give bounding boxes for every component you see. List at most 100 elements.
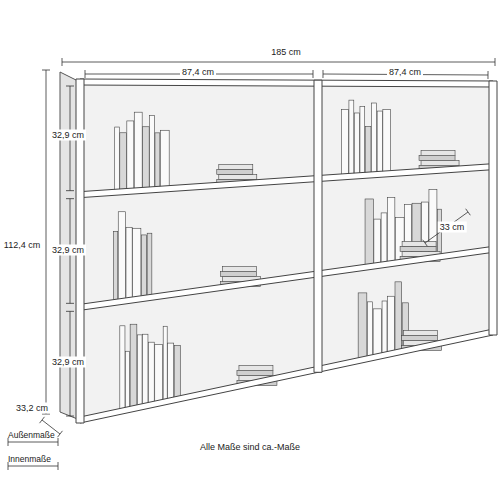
shelf-board [80, 164, 493, 198]
book [358, 293, 367, 360]
dimension-label: 87,4 cm [387, 67, 423, 78]
dimension-tick [66, 311, 74, 312]
dimension-label: 112,4 cm [2, 240, 42, 251]
book-stack [400, 246, 436, 251]
book-stack [402, 336, 438, 341]
book [342, 109, 349, 175]
dimension-line [8, 466, 58, 467]
shelf-board [80, 329, 493, 423]
dimension-tick [495, 58, 496, 66]
book-stack [404, 331, 438, 336]
legend-text: Innenmaße [8, 454, 51, 464]
dimension-tick [322, 70, 323, 78]
dimension-label: 33 cm [438, 222, 467, 233]
book [163, 326, 167, 401]
dimension-label: 33,2 cm [14, 403, 50, 414]
book [115, 127, 120, 191]
dimension-tick [423, 240, 428, 246]
dimension-tick [66, 190, 74, 191]
side-board [489, 81, 497, 335]
dimension-tick [466, 209, 471, 215]
book [381, 213, 387, 264]
dimension-label: 32,9 cm [50, 245, 86, 256]
book [387, 197, 394, 263]
book-stack [402, 241, 436, 246]
dimension-line [8, 442, 58, 443]
book [143, 127, 149, 190]
dimension-tick [42, 70, 50, 71]
dimension-tick [58, 438, 59, 446]
back-wall [80, 82, 493, 420]
book [373, 309, 381, 357]
book [114, 231, 118, 301]
book [395, 282, 402, 352]
book [365, 126, 371, 174]
side-board [314, 80, 322, 372]
book [126, 227, 132, 300]
shelf-board [80, 246, 493, 310]
book [387, 296, 394, 353]
book [160, 130, 169, 188]
book [360, 106, 365, 174]
dimension-line [46, 70, 47, 414]
note: Alle Maße sind ca.-Maße [198, 442, 302, 453]
dimension-line [62, 62, 495, 63]
shelf [60, 72, 497, 423]
book [174, 345, 180, 399]
dimension-tick [313, 70, 314, 78]
dimension-tick [42, 414, 50, 415]
book [130, 324, 137, 408]
book [354, 113, 359, 175]
book [383, 110, 391, 174]
book-stack [421, 151, 455, 156]
book [371, 103, 376, 174]
book [125, 351, 129, 409]
book-stack [237, 371, 273, 376]
book [374, 219, 381, 265]
book [365, 199, 373, 266]
book [367, 302, 372, 358]
dimension-label: 32,9 cm [50, 357, 86, 368]
book-stack [217, 169, 253, 174]
book [141, 235, 146, 298]
dimension-tick [40, 417, 45, 423]
book [382, 301, 387, 355]
book [120, 133, 127, 191]
book-stack [419, 156, 455, 161]
book [150, 115, 155, 189]
dimension-tick [66, 416, 74, 417]
book [377, 111, 382, 173]
book [143, 334, 148, 405]
book [155, 344, 163, 403]
book [133, 228, 141, 299]
dimension-label: 87,4 cm [180, 67, 216, 78]
dimension-tick [62, 58, 63, 66]
book-stack [421, 161, 459, 166]
dimension-tick [66, 198, 74, 199]
book [147, 233, 152, 297]
book [120, 326, 125, 411]
book [134, 112, 142, 190]
dimension-tick [66, 303, 74, 304]
book-stack [219, 174, 257, 179]
book-stack [239, 366, 273, 371]
book [118, 212, 125, 301]
dimension-tick [58, 462, 59, 470]
book [137, 335, 142, 407]
dimension-tick [58, 431, 63, 437]
dimension-label: 185 cm [269, 47, 303, 58]
book [349, 100, 354, 175]
book [155, 133, 160, 189]
books [114, 100, 460, 410]
dimension-line [425, 212, 468, 243]
book-stack [221, 272, 257, 277]
dimension-tick [487, 71, 488, 79]
book-stack [223, 267, 257, 272]
legend-text: Außenmaße [8, 430, 55, 440]
book [127, 121, 134, 191]
dimension-tick [85, 70, 86, 78]
book [148, 342, 154, 404]
dimension-tick [66, 86, 74, 87]
book-stack [219, 164, 253, 169]
